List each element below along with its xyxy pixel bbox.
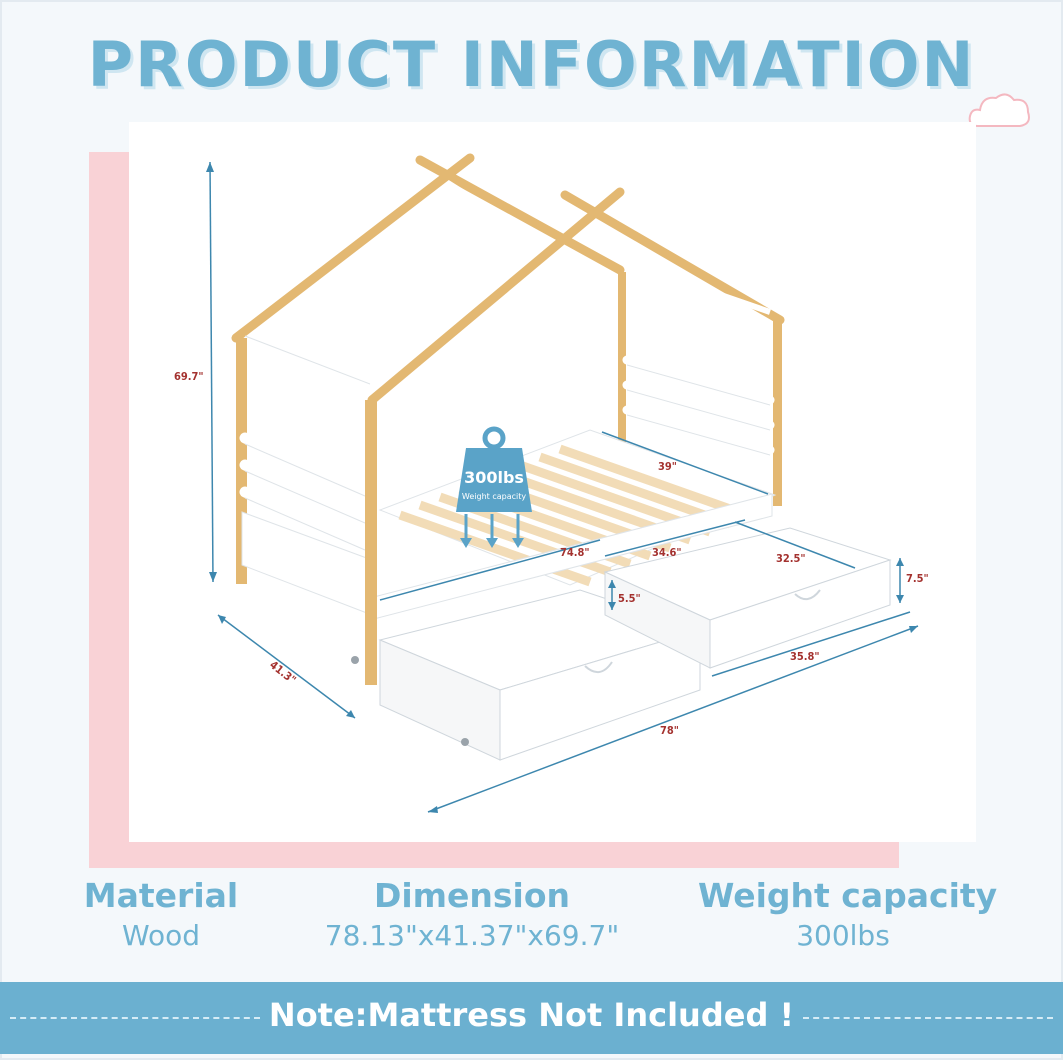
note-text: Note:Mattress Not Included ! bbox=[268, 996, 795, 1034]
dim-overall-length: 78" bbox=[660, 724, 679, 737]
weight-badge-caption: Weight capacity bbox=[461, 492, 527, 501]
spec-value: 300lbs bbox=[796, 919, 890, 952]
weight-badge-value: 300lbs bbox=[464, 468, 524, 487]
dim-drawer-clearance: 5.5" bbox=[618, 592, 641, 605]
spec-dimension: Dimension 78.13"x41.37"x69.7" bbox=[302, 876, 642, 952]
note-bar: Note:Mattress Not Included ! bbox=[0, 982, 1063, 1054]
dim-drawer-depth: 32.5" bbox=[776, 552, 806, 565]
dim-bed-length: 74.8" bbox=[560, 546, 590, 559]
spec-weight-capacity: Weight capacity 300lbs bbox=[698, 876, 998, 952]
note-divider-left bbox=[10, 1017, 260, 1019]
spec-material: Material Wood bbox=[61, 876, 261, 952]
dim-drawer-height: 7.5" bbox=[906, 572, 929, 585]
note-divider-right bbox=[803, 1017, 1053, 1019]
spec-label: Weight capacity bbox=[698, 876, 998, 915]
spec-value: 78.13"x41.37"x69.7" bbox=[324, 919, 620, 952]
dim-overall-height: 69.7" bbox=[174, 370, 204, 383]
dim-bed-width: 39" bbox=[658, 460, 677, 473]
page-title: PRODUCT INFORMATION bbox=[87, 28, 976, 101]
spec-value: Wood bbox=[121, 919, 201, 952]
dim-drawer-width: 34.6" bbox=[652, 546, 682, 559]
dim-drawer-length: 35.8" bbox=[790, 650, 820, 663]
spec-label: Dimension bbox=[373, 876, 571, 915]
cloud-icon bbox=[968, 93, 1030, 127]
spec-label: Material bbox=[83, 876, 239, 915]
